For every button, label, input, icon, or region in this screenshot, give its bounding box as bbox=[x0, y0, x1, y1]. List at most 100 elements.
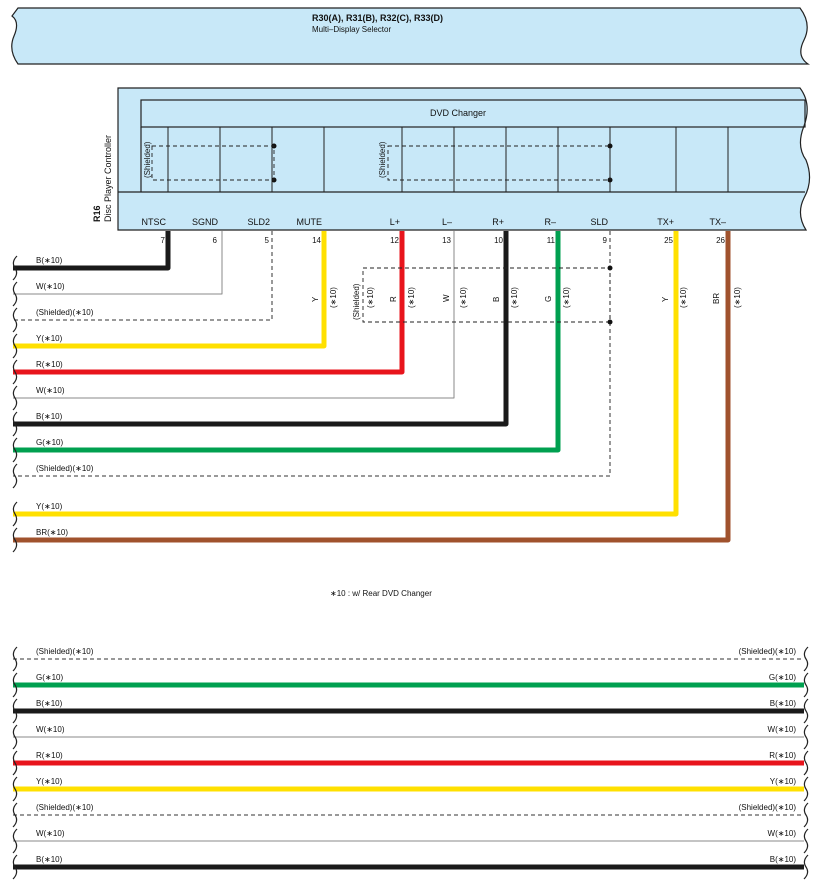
vlabel-note-6: (∗10) bbox=[562, 287, 571, 308]
wire-top-label: (Shielded)(∗10) bbox=[36, 464, 94, 473]
junction-dot bbox=[607, 265, 613, 271]
wire-break-icon bbox=[12, 437, 18, 463]
wire-top bbox=[13, 231, 327, 349]
wire-break-icon bbox=[12, 385, 18, 411]
wire-bottom-label-left: Y(∗10) bbox=[36, 777, 63, 786]
wire-top-label: B(∗10) bbox=[36, 412, 63, 421]
shield-box bbox=[362, 267, 611, 323]
wire-break-icon bbox=[12, 411, 18, 437]
vlabel-w: W bbox=[442, 294, 451, 302]
wire-bottom-label-left: G(∗10) bbox=[36, 673, 63, 682]
wires-top-group: B(∗10)W(∗10)(Shielded)(∗10)Y(∗10)R(∗10)W… bbox=[12, 231, 731, 553]
vlabel-note-5: (∗10) bbox=[510, 287, 519, 308]
wire-top bbox=[13, 231, 731, 543]
wire-top bbox=[13, 231, 455, 399]
terminal-name: TX+ bbox=[657, 217, 674, 227]
wire-top bbox=[13, 231, 405, 375]
wire-break-icon bbox=[12, 255, 18, 281]
terminal-pin: 12 bbox=[390, 236, 399, 245]
terminal-name: SGND bbox=[192, 217, 219, 227]
wire-bottom-label-right: (Shielded)(∗10) bbox=[739, 803, 797, 812]
wire-top bbox=[13, 231, 679, 517]
terminal-pin: 5 bbox=[265, 236, 270, 245]
wire-break-icon bbox=[12, 854, 18, 880]
wire-break-icon bbox=[12, 307, 18, 333]
terminal-name: NTSC bbox=[142, 217, 167, 227]
vlabel-r: R bbox=[389, 296, 398, 302]
wire-bottom-label-left: R(∗10) bbox=[36, 751, 63, 760]
wire-bottom-label-left: W(∗10) bbox=[36, 829, 65, 838]
wire-bottom-label-left: B(∗10) bbox=[36, 699, 63, 708]
wire-break-icon bbox=[12, 281, 18, 307]
wire-top-label: R(∗10) bbox=[36, 360, 63, 369]
terminal-pin: 25 bbox=[664, 236, 673, 245]
wire-bottom-label-right: Y(∗10) bbox=[770, 777, 797, 786]
wire-top bbox=[13, 231, 223, 295]
selector-title: R30(A), R31(B), R32(C), R33(D) bbox=[312, 13, 443, 23]
wire-top bbox=[13, 231, 611, 477]
wire-top-label: BR(∗10) bbox=[36, 528, 68, 537]
wire-bottom-label-right: W(∗10) bbox=[768, 725, 797, 734]
wire-break-icon bbox=[803, 646, 809, 672]
wire-break-icon bbox=[12, 646, 18, 672]
wire-top bbox=[13, 231, 171, 271]
vlabel-note-4: (∗10) bbox=[459, 287, 468, 308]
terminal-name: R– bbox=[544, 217, 556, 227]
wire-top bbox=[13, 231, 273, 321]
wire-top-label: Y(∗10) bbox=[36, 334, 63, 343]
wire-break-icon bbox=[12, 750, 18, 776]
vlabel-y2: Y bbox=[661, 296, 670, 302]
terminal-pin: 13 bbox=[442, 236, 451, 245]
wire-break-icon bbox=[12, 527, 18, 553]
wire-bottom-label-right: (Shielded)(∗10) bbox=[739, 647, 797, 656]
vlabel-y1: Y bbox=[311, 296, 320, 302]
terminal-pin: 10 bbox=[494, 236, 503, 245]
wire-break-icon bbox=[12, 802, 18, 828]
terminal-pin: 9 bbox=[603, 236, 608, 245]
wire-break-icon bbox=[12, 672, 18, 698]
terminal-name: SLD bbox=[590, 217, 608, 227]
wire-break-icon bbox=[803, 724, 809, 750]
wire-bottom-label-right: R(∗10) bbox=[769, 751, 796, 760]
shielded-label-right: (Shielded) bbox=[378, 141, 387, 178]
terminal-pin: 7 bbox=[161, 236, 166, 245]
vlabel-note-3: (∗10) bbox=[407, 287, 416, 308]
footnote: ∗10 : w/ Rear DVD Changer bbox=[330, 589, 432, 598]
wire-break-icon bbox=[803, 776, 809, 802]
wire-bottom-label-right: G(∗10) bbox=[769, 673, 796, 682]
wire-bottom-label-left: (Shielded)(∗10) bbox=[36, 647, 94, 656]
vlabel-note-2: (∗10) bbox=[366, 287, 375, 308]
vlabel-note-1: (∗10) bbox=[329, 287, 338, 308]
vlabel-b: B bbox=[492, 297, 501, 302]
junction-dot bbox=[607, 143, 613, 149]
wire-top-label: (Shielded)(∗10) bbox=[36, 308, 94, 317]
wire-top-label: W(∗10) bbox=[36, 282, 65, 291]
wire-break-icon bbox=[803, 698, 809, 724]
dvd-changer-label: DVD Changer bbox=[430, 108, 486, 118]
terminal-name: R+ bbox=[492, 217, 504, 227]
wire-bottom-label-right: W(∗10) bbox=[768, 829, 797, 838]
wire-top-label: G(∗10) bbox=[36, 438, 63, 447]
wire-top bbox=[13, 231, 509, 427]
vlabel-br: BR bbox=[712, 293, 721, 304]
wire-break-icon bbox=[12, 776, 18, 802]
terminal-pin: 11 bbox=[547, 236, 556, 245]
wire-top bbox=[13, 231, 561, 453]
disc-player-controller: DVD Changer (Shielded) (Shielded) R16 Di… bbox=[92, 87, 811, 231]
wire-break-icon bbox=[803, 828, 809, 854]
terminal-pin: 6 bbox=[213, 236, 218, 245]
wire-break-icon bbox=[803, 750, 809, 776]
terminal-name: L– bbox=[442, 217, 452, 227]
wire-top-label: B(∗10) bbox=[36, 256, 63, 265]
wire-bottom-label-left: B(∗10) bbox=[36, 855, 63, 864]
wire-top-label: W(∗10) bbox=[36, 386, 65, 395]
terminal-name: SLD2 bbox=[247, 217, 270, 227]
controller-code: R16 bbox=[92, 205, 102, 222]
wire-break-icon bbox=[12, 698, 18, 724]
wires-bottom-group: (Shielded)(∗10) (Shielded)(∗10) G(∗10) G(∗1… bbox=[12, 646, 809, 880]
terminal-name: L+ bbox=[390, 217, 400, 227]
wire-break-icon bbox=[12, 333, 18, 359]
wire-top-label: Y(∗10) bbox=[36, 502, 63, 511]
vertical-wire-labels: Y (∗10) (Shielded) (∗10) R (∗10) W (∗10)… bbox=[311, 283, 742, 320]
wire-bottom-label-right: B(∗10) bbox=[770, 699, 797, 708]
